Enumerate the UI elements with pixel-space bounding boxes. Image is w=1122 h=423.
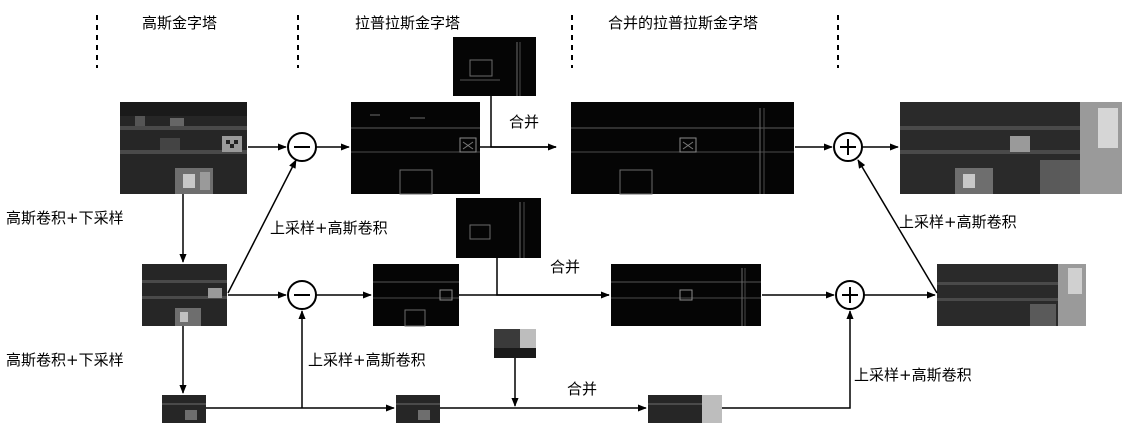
merged-laplacian-level-1-image (611, 264, 761, 326)
gaussian-level-0-image (120, 102, 247, 194)
laplacian-level-0-image (351, 102, 480, 195)
label-merge-2: 合并 (550, 258, 581, 276)
label-upsample-left-2: 上采样+高斯卷积 (308, 351, 426, 369)
arrow-m2-up-to-add1 (722, 310, 854, 409)
label-downsample-2: 高斯卷积+下采样 (6, 351, 124, 369)
label-upsample-right-1: 上采样+高斯卷积 (899, 213, 1017, 231)
merge-source-image-middle (456, 198, 541, 258)
header-laplacian-pyramid: 拉普拉斯金字塔 (355, 14, 461, 32)
gaussian-level-2-image (162, 395, 206, 423)
flow-arrows (179, 96, 938, 412)
label-merge-3: 合并 (567, 380, 598, 398)
arrow-r1-to-add0 (857, 159, 938, 294)
label-downsample-1: 高斯卷积+下采样 (6, 209, 124, 227)
merge-source-image-bottom (494, 329, 536, 358)
gaussian-level-1-image (142, 264, 227, 326)
add-operator-row-1 (835, 280, 865, 310)
header-merged-laplacian-pyramid: 合并的拉普拉斯金字塔 (608, 14, 759, 32)
label-upsample-right-2: 上采样+高斯卷积 (854, 366, 972, 384)
merged-laplacian-level-2-image (648, 395, 722, 423)
header-gaussian-pyramid: 高斯金字塔 (142, 14, 218, 32)
merged-laplacian-level-0-image (571, 102, 794, 195)
result-level-0-image (900, 102, 1122, 194)
merge-source-image-top (453, 37, 536, 96)
arrow-g1-to-sub0 (227, 159, 297, 294)
laplacian-level-2-image (396, 395, 440, 423)
subtract-operator-row-1 (287, 280, 317, 310)
subtract-operator-row-0 (287, 132, 317, 162)
add-operator-row-0 (833, 132, 863, 162)
result-level-1-image (937, 264, 1086, 326)
label-merge-1: 合并 (509, 113, 540, 131)
label-upsample-left-1: 上采样+高斯卷积 (270, 219, 388, 237)
laplacian-level-1-image (373, 264, 459, 327)
